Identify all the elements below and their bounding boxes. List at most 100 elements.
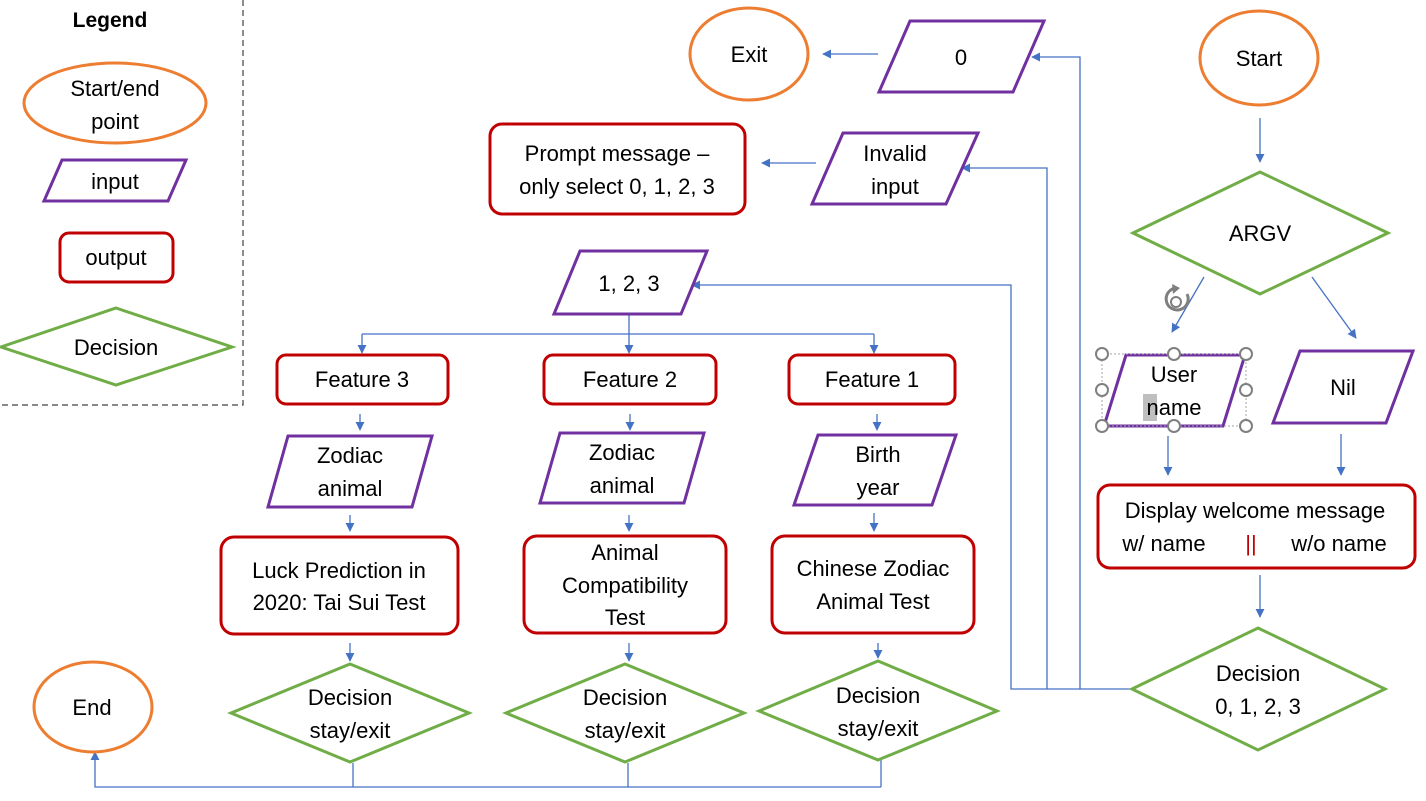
feature2-label: Feature 2	[583, 367, 677, 392]
node-prompt: Prompt message – only select 0, 1, 2, 3	[488, 122, 747, 216]
node-stay-exit-1: Decision stay/exit	[755, 659, 1001, 762]
resize-handle-se[interactable]	[1239, 419, 1253, 433]
legend-input-shape	[41, 158, 189, 203]
main-decision-shape	[1128, 626, 1389, 752]
argv-shape	[1129, 170, 1392, 296]
stay-exit-3-label-2: stay/exit	[310, 718, 391, 743]
welcome-label-without-name: w/o name	[1290, 531, 1386, 556]
prompt-label-2: only select 0, 1, 2, 3	[519, 174, 715, 199]
luck-test-shape	[219, 535, 460, 636]
node-stay-exit-3: Decision stay/exit	[227, 662, 473, 764]
stay-exit-1-label-1: Decision	[836, 683, 920, 708]
legend: Legend Start/end point input output Deci…	[0, 0, 244, 406]
start-shape	[1198, 9, 1320, 107]
username-label-2: name	[1146, 395, 1201, 420]
connectors	[90, 49, 1357, 788]
exit-shape	[688, 6, 810, 102]
zodiac-test-label-1: Chinese Zodiac	[797, 556, 950, 581]
feature1-shape	[787, 353, 957, 406]
legend-terminal-label-2: point	[91, 109, 139, 134]
node-feature3: Feature 3	[275, 353, 450, 406]
zodiac-animal-3-shape	[266, 434, 434, 509]
main-decision-label-1: Decision	[1216, 661, 1300, 686]
compat-test-label-2: Compatibility	[562, 573, 688, 598]
exit-label: Exit	[731, 42, 768, 67]
node-feature1: Feature 1	[787, 353, 957, 406]
resize-handle-n[interactable]	[1167, 347, 1181, 361]
compat-test-label-3: Test	[605, 605, 645, 630]
invalid-label-1: Invalid	[863, 141, 927, 166]
zero-shape	[876, 19, 1047, 94]
legend-border	[0, 0, 244, 406]
zodiac-animal-2-shape	[538, 431, 706, 505]
stay-exit-2-label-1: Decision	[583, 685, 667, 710]
node-exit: Exit	[688, 6, 810, 102]
resize-handle-e[interactable]	[1239, 383, 1253, 397]
rotate-handle-icon[interactable]	[1164, 284, 1190, 312]
node-start: Start	[1198, 9, 1320, 107]
node-zodiac-animal-3: Zodiac animal	[266, 434, 434, 509]
node-main-decision: Decision 0, 1, 2, 3	[1128, 626, 1389, 752]
arrow-decision-to-zero	[1031, 52, 1132, 690]
node-user-name[interactable]: User name	[1095, 284, 1253, 433]
welcome-label-1: Display welcome message	[1125, 498, 1385, 523]
node-choice: 1, 2, 3	[551, 249, 710, 316]
welcome-shape	[1096, 483, 1417, 570]
node-nil: Nil	[1270, 349, 1416, 425]
legend-decision-shape	[0, 306, 237, 387]
arrow-to-end	[90, 751, 881, 788]
node-birth-year: Birth year	[791, 433, 959, 507]
legend-terminal-shape	[22, 61, 208, 145]
node-argv: ARGV	[1129, 170, 1392, 296]
stay-exit-1-label-2: stay/exit	[838, 716, 919, 741]
username-shape[interactable]	[1101, 353, 1248, 428]
legend-title: Legend	[73, 9, 148, 32]
compat-test-shape	[522, 534, 728, 635]
resize-handle-w[interactable]	[1095, 383, 1109, 397]
node-luck-test: Luck Prediction in 2020: Tai Sui Test	[219, 535, 460, 636]
nil-label: Nil	[1330, 375, 1356, 400]
main-decision-label-2: 0, 1, 2, 3	[1215, 694, 1301, 719]
feature3-label: Feature 3	[315, 367, 409, 392]
welcome-separator: ||	[1245, 531, 1256, 556]
node-welcome: Display welcome message w/ name || w/o n…	[1096, 483, 1417, 570]
resize-handle-nw[interactable]	[1095, 347, 1109, 361]
node-stay-exit-2: Decision stay/exit	[502, 662, 748, 764]
zodiac-animal-2-label-1: Zodiac	[589, 440, 655, 465]
choice-shape	[551, 249, 710, 316]
legend-input-label: input	[91, 169, 139, 194]
stay-exit-2-shape	[502, 662, 748, 764]
node-feature2: Feature 2	[542, 353, 718, 406]
resize-handle-ne[interactable]	[1239, 347, 1253, 361]
zodiac-animal-3-label-1: Zodiac	[317, 443, 383, 468]
resize-handle-sw[interactable]	[1095, 419, 1109, 433]
choice-label: 1, 2, 3	[598, 271, 659, 296]
stay-exit-3-shape	[227, 662, 473, 764]
luck-test-label-1: Luck Prediction in	[252, 558, 426, 583]
node-invalid: Invalid input	[809, 131, 981, 206]
node-zodiac-animal-2: Zodiac animal	[538, 431, 706, 505]
prompt-shape	[488, 122, 747, 216]
birth-year-label-2: year	[857, 475, 900, 500]
zodiac-animal-3-label-2: animal	[318, 476, 383, 501]
welcome-label-with-name: w/ name	[1121, 531, 1205, 556]
end-shape	[32, 660, 154, 754]
username-label-1: User	[1151, 362, 1197, 387]
resize-handle-s[interactable]	[1167, 419, 1181, 433]
legend-output-label: output	[85, 245, 146, 270]
line-decision-to-choice	[910, 284, 1047, 690]
nil-shape	[1270, 349, 1416, 425]
stay-exit-1-shape	[755, 659, 1001, 762]
text-cursor-highlight	[1143, 394, 1157, 421]
argv-label: ARGV	[1229, 221, 1292, 246]
luck-test-label-2: 2020: Tai Sui Test	[253, 590, 426, 615]
feature2-shape	[542, 353, 718, 406]
node-zero: 0	[876, 19, 1047, 94]
compat-test-label-1: Animal	[591, 540, 658, 565]
stay-exit-3-label-1: Decision	[308, 685, 392, 710]
birth-year-label-1: Birth	[855, 442, 900, 467]
end-label: End	[72, 695, 111, 720]
start-label: Start	[1236, 46, 1282, 71]
feature1-label: Feature 1	[825, 367, 919, 392]
